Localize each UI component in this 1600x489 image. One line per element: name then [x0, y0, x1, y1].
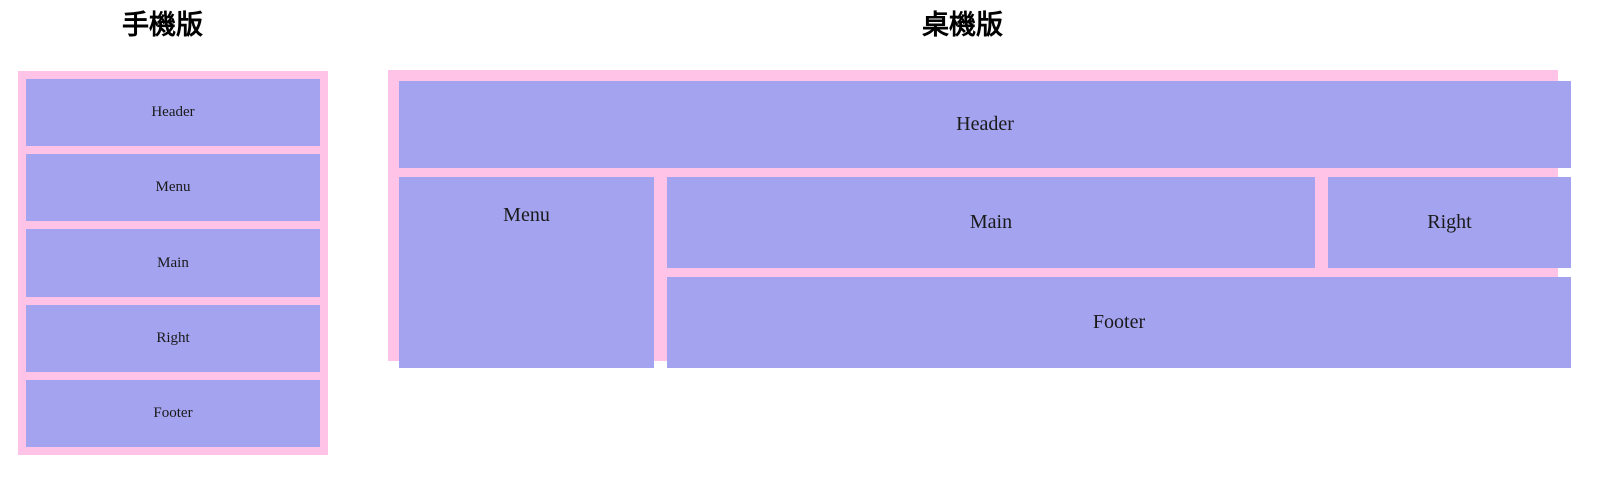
desktop-block-main: Main: [667, 177, 1315, 268]
mobile-layout-title: 手機版: [122, 10, 203, 41]
mobile-block-right: Right: [26, 304, 320, 372]
desktop-block-footer: Footer: [667, 277, 1571, 368]
mobile-layout-diagram: Header Menu Main Right Footer: [18, 71, 328, 455]
mobile-block-footer: Footer: [26, 379, 320, 448]
desktop-block-header: Header: [399, 81, 1571, 168]
desktop-layout-title: 桌機版: [922, 10, 1003, 41]
desktop-block-right: Right: [1328, 177, 1571, 268]
mobile-block-main: Main: [26, 229, 320, 297]
mobile-block-header: Header: [26, 79, 320, 147]
mobile-block-menu: Menu: [26, 154, 320, 222]
desktop-block-menu: Menu: [399, 177, 654, 368]
desktop-layout-diagram: Header Menu Main Right Footer: [388, 70, 1571, 368]
